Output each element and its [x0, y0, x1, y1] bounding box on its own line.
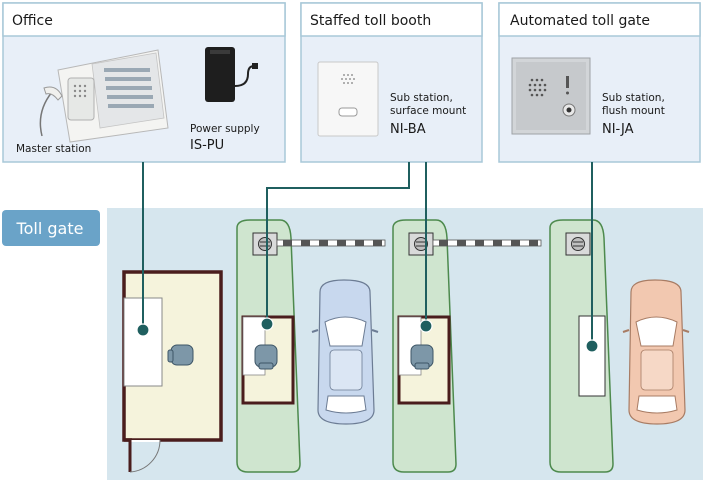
staffed-device-line2: surface mount	[390, 105, 466, 117]
gate-barrier-icon	[252, 232, 278, 256]
wiring	[142, 162, 593, 346]
automated-gate-panel: Automated toll gate Sub station, flush m…	[498, 2, 701, 163]
wire-endpoints	[136, 317, 599, 353]
automated-gate-title: Automated toll gate	[510, 13, 650, 29]
car-icon	[622, 279, 690, 425]
power-supply-model: IS-PU	[190, 138, 224, 153]
tollgate-label: Toll gate	[16, 219, 84, 238]
power-supply-label: Power supply	[190, 123, 260, 135]
automated-device-line1: Sub station,	[602, 92, 665, 104]
gate-barrier-icon	[408, 232, 434, 256]
automated-device-line2: flush mount	[602, 105, 665, 117]
toll-island-3	[549, 219, 614, 473]
gate-barrier-icon	[565, 232, 591, 256]
automated-device-model: NI-JA	[602, 122, 634, 137]
master-station-icon	[39, 49, 169, 143]
toll-island-1	[236, 219, 386, 473]
booth-1	[241, 315, 295, 405]
chair-icon	[167, 344, 194, 366]
booth-2	[397, 315, 451, 405]
staffed-booth-panel: Staffed toll booth Sub station, surface …	[300, 2, 483, 163]
office-panel: Office Master station	[2, 2, 286, 163]
master-station-label: Master station	[16, 143, 91, 155]
office-title: Office	[12, 13, 53, 29]
power-supply-icon	[205, 47, 258, 102]
barrier-arm-2	[432, 239, 542, 247]
office-building	[122, 270, 223, 473]
staffed-booth-title: Staffed toll booth	[310, 13, 431, 29]
barrier-arm-1	[276, 239, 386, 247]
sub-station-surface-icon	[317, 61, 379, 137]
staffed-device-model: NI-BA	[390, 122, 426, 137]
car-icon	[311, 279, 379, 425]
door-icon	[124, 438, 161, 473]
tollgate-label-tab	[2, 210, 100, 246]
wire-booth-1	[266, 162, 410, 324]
sub-station-flush-icon	[511, 57, 591, 135]
staffed-device-line1: Sub station,	[390, 92, 453, 104]
